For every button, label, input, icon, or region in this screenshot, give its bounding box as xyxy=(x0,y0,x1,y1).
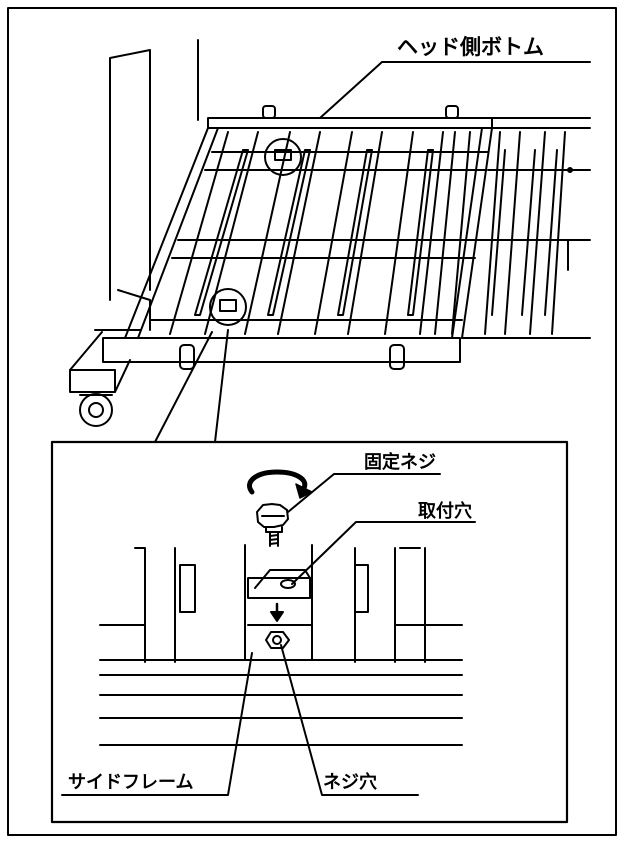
label-fixing-screw: 固定ネジ xyxy=(364,452,436,473)
mounting-hole-mark xyxy=(280,579,296,589)
rotate-clockwise-icon xyxy=(247,469,308,495)
screw-location-lower xyxy=(209,288,247,326)
caster-base xyxy=(69,329,141,427)
leader-head-side-bottom xyxy=(319,61,591,119)
fixing-screw-knob-icon xyxy=(256,503,289,547)
screw-hole-mark xyxy=(265,631,290,649)
leader-side-frame xyxy=(61,652,253,796)
label-screw-hole: ネジ穴 xyxy=(323,772,377,793)
leader-mounting-hole xyxy=(291,521,476,585)
head-side-bottom-panel xyxy=(102,105,493,370)
leader-screw-hole xyxy=(280,644,419,796)
callout-right xyxy=(214,329,229,443)
caster-wheel xyxy=(79,393,113,427)
figure-border xyxy=(7,7,617,836)
detail-inset xyxy=(50,440,569,824)
adjacent-bottom-section xyxy=(461,117,591,339)
headboard-post xyxy=(109,39,199,301)
bed-overview xyxy=(69,39,591,427)
screw-location-upper xyxy=(264,138,302,176)
label-mounting-hole: 取付穴 xyxy=(418,501,472,522)
leader-fixing-screw xyxy=(287,473,441,513)
callout-left xyxy=(154,331,213,443)
label-side-frame: サイドフレーム xyxy=(68,772,194,793)
label-head-side-bottom: ヘッド側ボトム xyxy=(397,35,544,59)
